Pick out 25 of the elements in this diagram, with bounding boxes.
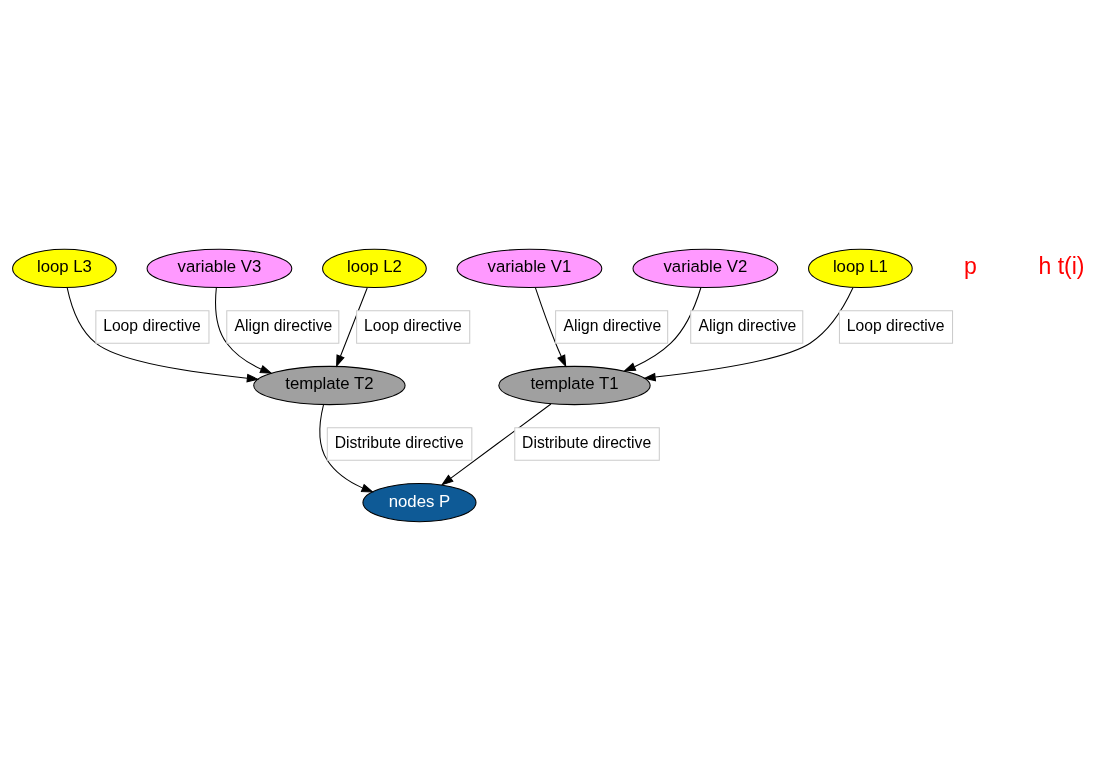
- arrow: [215, 287, 273, 374]
- arrow: [643, 287, 854, 382]
- node-ellipse: loop L1: [808, 248, 913, 289]
- edge-label: Loop directive: [103, 317, 201, 335]
- node-ellipse: variable V2: [632, 248, 779, 289]
- arrow: [66, 287, 260, 383]
- arrow: [623, 287, 702, 372]
- arrow: [319, 404, 374, 493]
- label: p: [963, 253, 977, 280]
- label: h t(i): [1038, 253, 1085, 280]
- arrow: [440, 403, 552, 486]
- edge-label: Distribute directive: [522, 434, 652, 452]
- edge-label: Align directive: [698, 317, 797, 335]
- edge-label: Align directive: [563, 317, 662, 335]
- arrow: [534, 287, 567, 368]
- node-ellipse: variable V1: [456, 248, 603, 289]
- node-ellipse: template T1: [498, 365, 651, 406]
- edge-label: Loop directive: [363, 317, 462, 335]
- edge-label: Distribute directive: [334, 434, 464, 452]
- arrow: [336, 287, 368, 368]
- node-ellipse: loop L2: [322, 248, 427, 289]
- edge-label: Align directive: [234, 317, 333, 335]
- node-ellipse: variable V3: [146, 248, 293, 289]
- edge-label: Loop directive: [846, 317, 945, 335]
- node-ellipse: loop L3: [12, 248, 117, 289]
